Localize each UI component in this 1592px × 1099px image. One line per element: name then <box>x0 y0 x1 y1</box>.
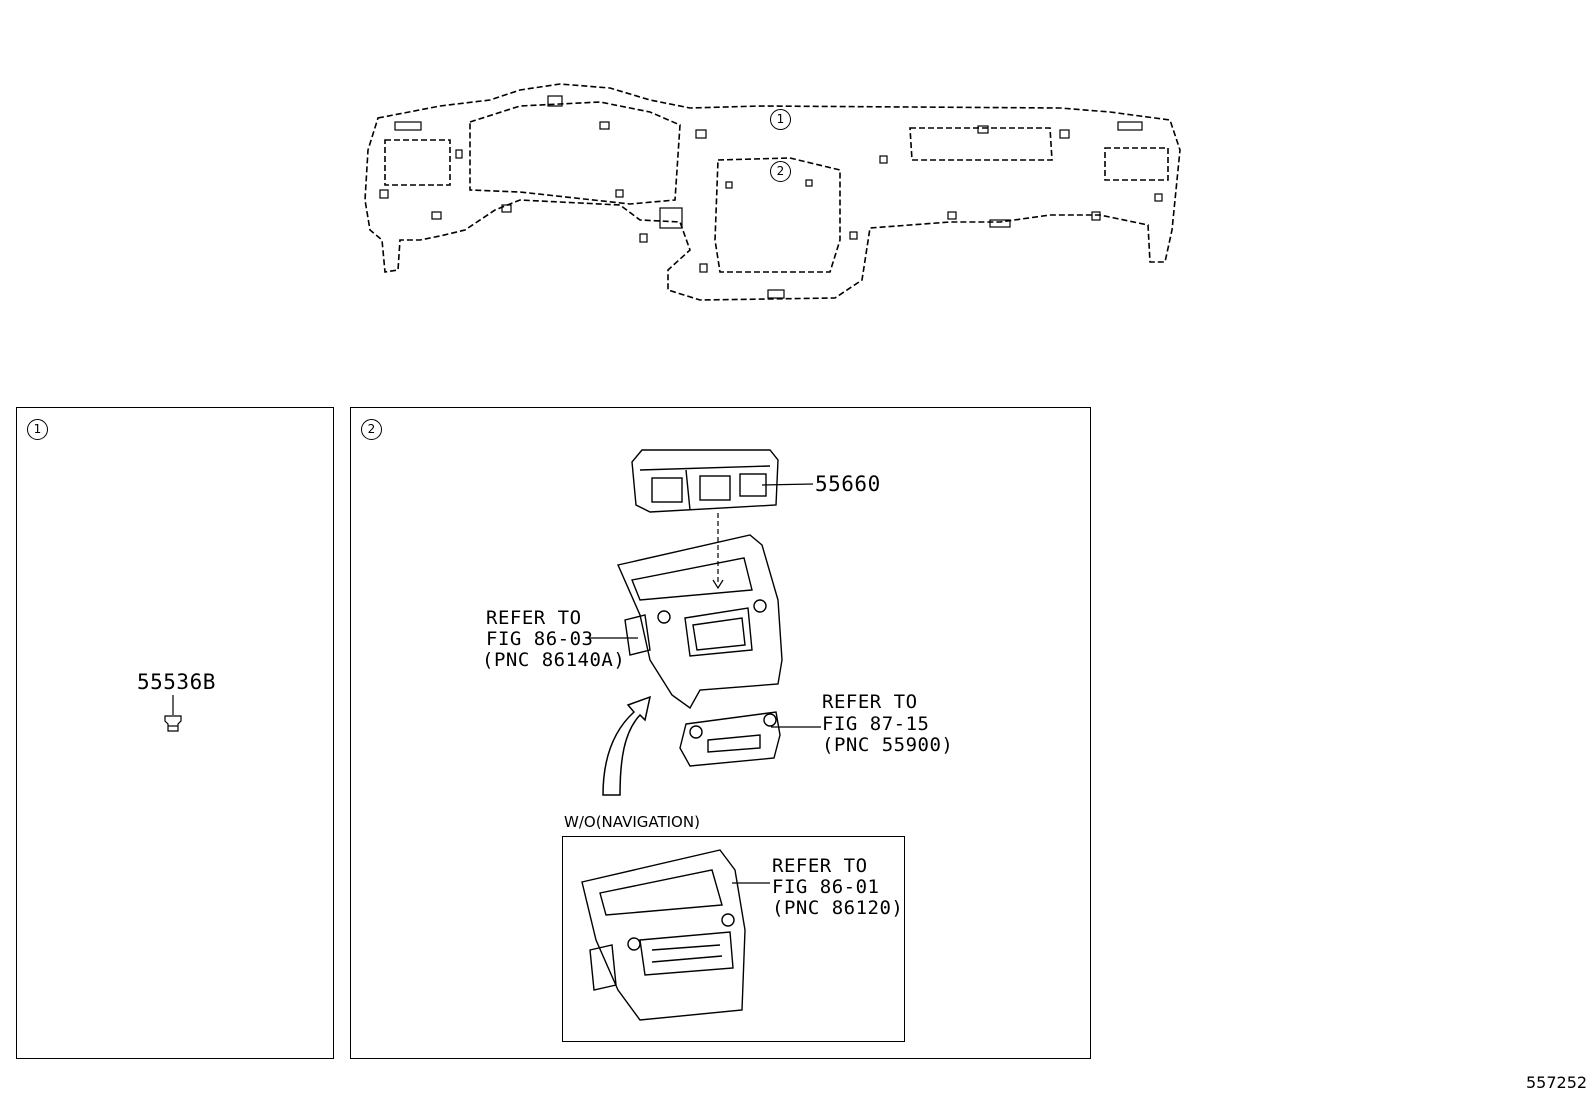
callout-marker-2: 2 <box>770 161 791 182</box>
variant-ref-line2: FIG 86-01 <box>772 876 880 898</box>
bezel-ref-line2: FIG 86-03 <box>486 628 594 650</box>
figure-id: 557252 <box>1526 1073 1588 1092</box>
instrument-panel-outline <box>364 83 1181 301</box>
bezel-ref-line3: (PNC 86140A) <box>482 649 626 671</box>
part-number-55660: 55660 <box>815 472 881 496</box>
center-vent-icon <box>631 449 779 513</box>
variant-inset-box <box>562 836 905 1042</box>
part-number-55536b: 55536B <box>137 670 216 694</box>
variant-label: W/O(NAVIGATION) <box>564 813 700 831</box>
bezel-ref-line1: REFER TO <box>486 607 582 629</box>
center-bezel-icon <box>617 534 783 710</box>
control-ref-line1: REFER TO <box>822 691 918 713</box>
control-ref-line3: (PNC 55900) <box>822 734 954 756</box>
instrument-panel-holes <box>379 95 1163 299</box>
detail-panel-2: 2 <box>350 407 1091 1059</box>
clip-55536b-icon <box>164 715 182 732</box>
detail-panel-1: 1 <box>16 407 334 1059</box>
control-ref-line2: FIG 87-15 <box>822 713 930 735</box>
callout-marker-1: 1 <box>770 109 791 130</box>
variant-ref-line3: (PNC 86120) <box>772 897 904 919</box>
panel-marker-2: 2 <box>361 419 382 440</box>
variant-bezel-icon <box>581 849 746 1021</box>
arrow-icon <box>602 695 652 796</box>
variant-ref-line1: REFER TO <box>772 855 868 877</box>
panel-marker-1: 1 <box>27 419 48 440</box>
climate-control-icon <box>679 711 781 767</box>
leader-lines <box>172 483 821 884</box>
